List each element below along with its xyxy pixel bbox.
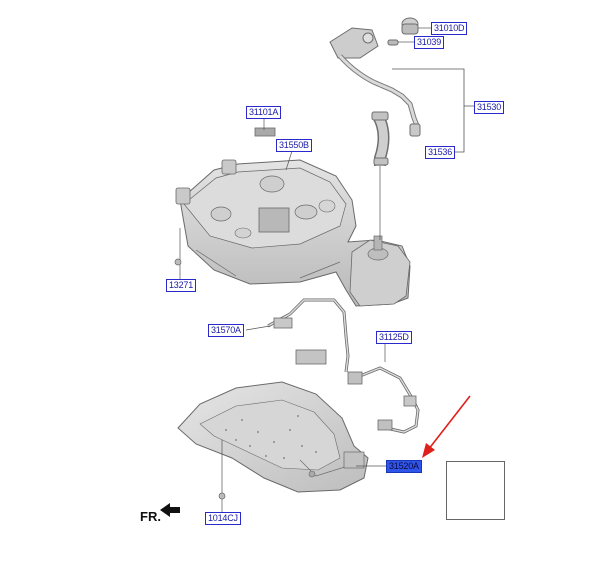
callout-31125D[interactable]: 31125D (376, 331, 412, 344)
filler-neck-assembly (329, 17, 421, 166)
callout-31101A[interactable]: 31101A (246, 106, 282, 119)
inset-box-31141 (446, 461, 505, 520)
filler-neck-head (329, 27, 379, 59)
bolt-31039 (387, 39, 399, 46)
callout-31039[interactable]: 31039 (414, 36, 445, 49)
callout-31536[interactable]: 31536 (425, 146, 456, 159)
red-pointer-arrow-icon (422, 395, 471, 458)
under-shield (177, 381, 369, 493)
callout-31010D[interactable]: 31010D (431, 22, 468, 35)
callout-31520A[interactable]: 31520A (386, 460, 422, 473)
fuel-tank (175, 127, 411, 307)
callout-1014CJ[interactable]: 1014CJ (205, 512, 241, 525)
fr-label: FR. (140, 509, 161, 524)
callout-31530[interactable]: 31530 (474, 101, 505, 114)
callout-31550B[interactable]: 31550B (276, 139, 312, 152)
fr-direction-arrow-icon (160, 503, 180, 517)
vapor-tube-assembly (267, 298, 420, 434)
callout-31570A[interactable]: 31570A (208, 324, 244, 337)
callout-13271[interactable]: 13271 (166, 279, 197, 292)
